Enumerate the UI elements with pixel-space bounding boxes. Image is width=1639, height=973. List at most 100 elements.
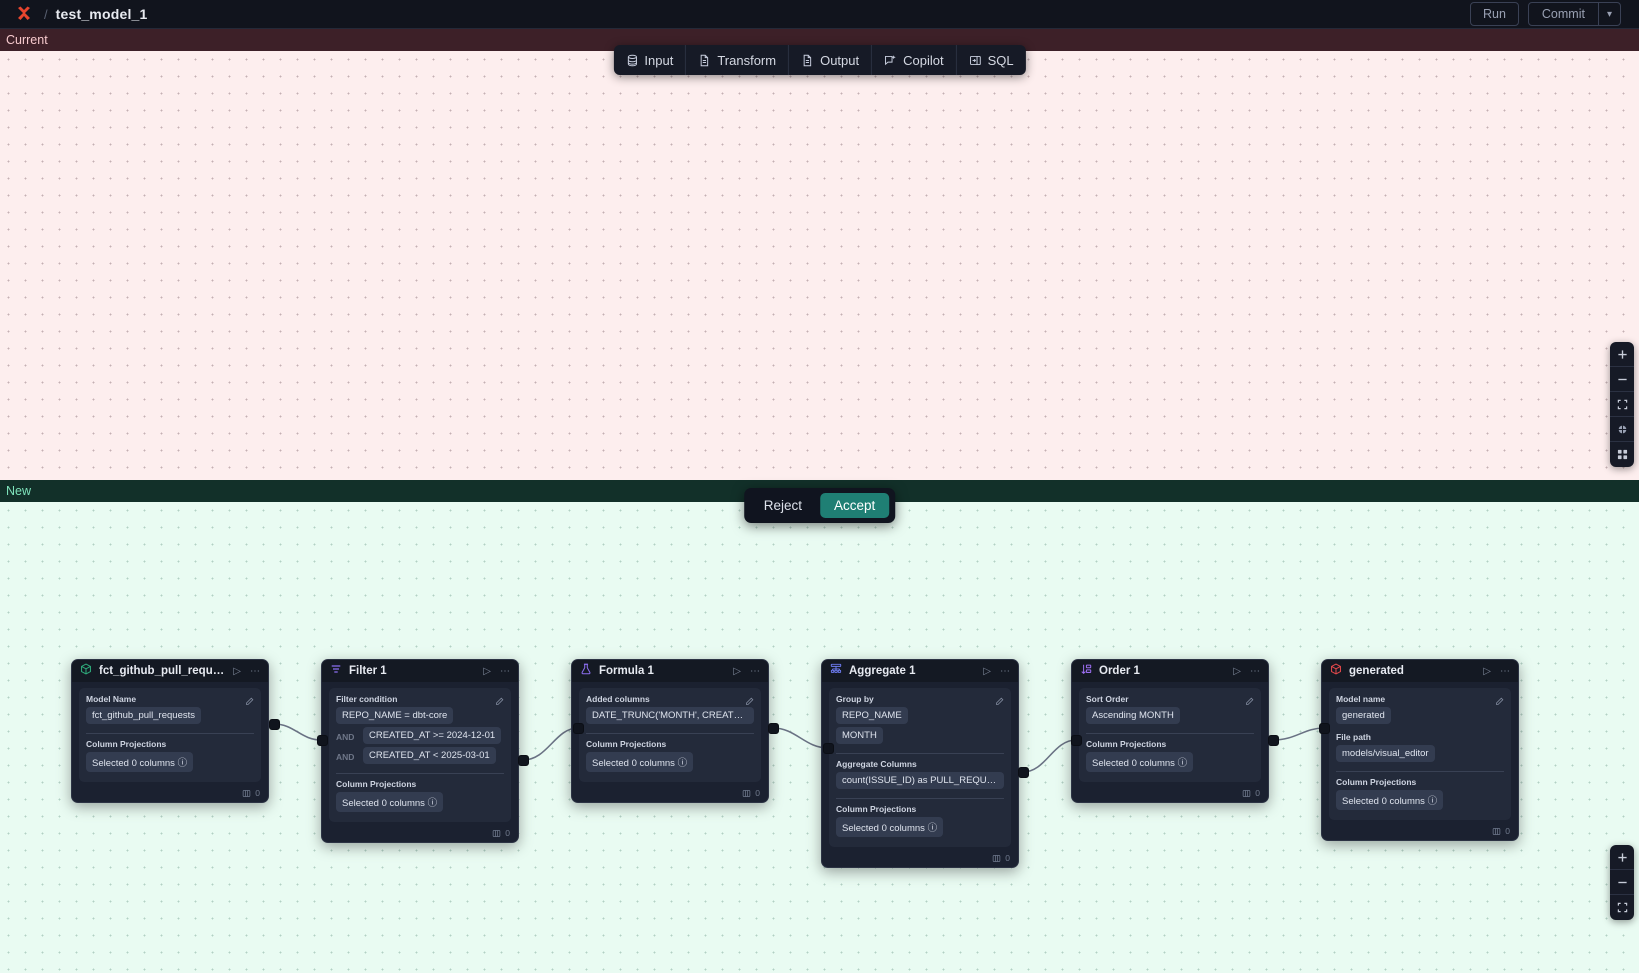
edit-pencil-icon[interactable] [495, 693, 504, 711]
aggregate-icon [830, 662, 842, 680]
minimap-icon[interactable] [1610, 442, 1634, 467]
play-icon[interactable]: ▷ [1483, 665, 1491, 677]
reject-button[interactable]: Reject [750, 493, 816, 518]
port-in-filter[interactable] [317, 735, 328, 746]
field-label: Aggregate Columns [836, 759, 917, 769]
value-chip[interactable]: Selected 0 columns ⓘ [86, 752, 194, 772]
value-chip[interactable]: Selected 0 columns ⓘ [836, 817, 944, 837]
value-chip[interactable]: Selected 0 columns ⓘ [1086, 752, 1194, 772]
mode-item-output[interactable]: Output [789, 45, 873, 75]
columns-icon [992, 854, 1001, 863]
file-text-icon [698, 54, 711, 67]
port-out-formula[interactable] [768, 723, 779, 734]
play-icon[interactable]: ▷ [983, 665, 991, 677]
node-aggregate-1[interactable]: Aggregate 1 ▷ ⋯ Group by REPO_NAME MONTH… [821, 659, 1019, 868]
value-chip[interactable]: CREATED_AT >= 2024-12-01 [363, 727, 502, 744]
node-formula-1[interactable]: Formula 1 ▷ ⋯ Added columns DATE_TRUNC('… [571, 659, 769, 803]
field-label: Sort Order [1086, 694, 1129, 704]
zoom-in-icon[interactable] [1610, 342, 1634, 367]
page-title: test_model_1 [55, 6, 148, 22]
node-footer: 0 [1072, 786, 1268, 802]
port-out-aggregate[interactable] [1018, 767, 1029, 778]
value-chip[interactable]: MONTH [836, 727, 883, 744]
value-chip[interactable]: REPO_NAME [836, 707, 908, 724]
mode-item-sql[interactable]: SQL [957, 45, 1026, 75]
play-icon[interactable]: ▷ [733, 665, 741, 677]
port-out-filter[interactable] [518, 755, 529, 766]
field-label: Model Name [86, 694, 137, 704]
run-button[interactable]: Run [1469, 2, 1519, 26]
value-chip[interactable]: generated [1336, 707, 1391, 724]
zoom-controls-current [1610, 342, 1634, 467]
copilot-sparkle-icon [884, 54, 897, 67]
mode-item-input[interactable]: Input [613, 45, 687, 75]
divider [1336, 771, 1504, 772]
divider [836, 753, 1004, 754]
value-chip[interactable]: models/visual_editor [1336, 745, 1435, 762]
more-horizontal-icon[interactable]: ⋯ [250, 665, 260, 677]
zoom-out-icon[interactable] [1610, 367, 1634, 392]
edit-pencil-icon[interactable] [245, 693, 254, 711]
divider [586, 733, 754, 734]
port-out-order[interactable] [1268, 735, 1279, 746]
play-icon[interactable]: ▷ [1233, 665, 1241, 677]
accept-button[interactable]: Accept [819, 493, 890, 518]
value-chip[interactable]: DATE_TRUNC('MONTH', CREATED_AT… [586, 707, 754, 724]
value-chip[interactable]: Ascending MONTH [1086, 707, 1180, 724]
fit-view-icon[interactable] [1610, 392, 1634, 417]
port-in-order[interactable] [1071, 735, 1082, 746]
node-title: Order 1 [1099, 665, 1140, 677]
cube-icon [1330, 662, 1342, 680]
port-in-generated[interactable] [1319, 723, 1330, 734]
mode-item-sql-label: SQL [987, 52, 1014, 68]
value-chip[interactable]: Selected 0 columns ⓘ [586, 752, 694, 772]
more-horizontal-icon[interactable]: ⋯ [750, 665, 760, 677]
commit-button[interactable]: Commit [1529, 3, 1599, 25]
mode-item-output-label: Output [820, 52, 860, 68]
zoom-out-icon[interactable] [1610, 870, 1634, 895]
value-chip[interactable]: Selected 0 columns ⓘ [1336, 790, 1444, 810]
filter-icon [330, 662, 342, 680]
edit-pencil-icon[interactable] [995, 693, 1004, 711]
node-header: generated ▷ ⋯ [1322, 660, 1518, 682]
edit-pencil-icon[interactable] [1245, 693, 1254, 711]
more-horizontal-icon[interactable]: ⋯ [1250, 665, 1260, 677]
zoom-in-icon[interactable] [1610, 845, 1634, 870]
value-chip[interactable]: count(ISSUE_ID) as PULL_REQUEST_… [836, 772, 1004, 789]
info-icon: ⓘ [927, 823, 938, 834]
value-chip[interactable]: CREATED_AT < 2025-03-01 [363, 747, 496, 764]
node-footer: 0 [1322, 824, 1518, 840]
x-logo-icon[interactable] [14, 4, 34, 24]
field-label: Group by [836, 694, 874, 704]
more-horizontal-icon[interactable]: ⋯ [500, 665, 510, 677]
node-section: Model Name fct_github_pull_requests Colu… [79, 688, 261, 782]
node-filter-1[interactable]: Filter 1 ▷ ⋯ Filter condition REPO_NAME … [321, 659, 519, 843]
value-chip[interactable]: Selected 0 columns ⓘ [336, 792, 444, 812]
node-body: Group by REPO_NAME MONTH Aggregate Colum… [822, 682, 1018, 851]
port-in-aggregate[interactable] [823, 743, 834, 754]
field-label: Column Projections [836, 804, 917, 814]
info-icon: ⓘ [427, 798, 438, 809]
mode-item-copilot[interactable]: Copilot [872, 45, 957, 75]
port-in-formula[interactable] [573, 723, 584, 734]
value-chip[interactable]: fct_github_pull_requests [86, 707, 201, 724]
edit-pencil-icon[interactable] [745, 693, 754, 711]
chevron-down-icon[interactable]: ▾ [1599, 3, 1620, 25]
fit-view-icon[interactable] [1610, 895, 1634, 920]
more-horizontal-icon[interactable]: ⋯ [1500, 665, 1510, 677]
value-chip[interactable]: REPO_NAME = dbt-core [336, 707, 454, 724]
port-out-source[interactable] [269, 719, 280, 730]
node-fct-github-pull-requests[interactable]: fct_github_pull_requests ▷ ⋯ Model Name … [71, 659, 269, 803]
node-title: Aggregate 1 [849, 665, 916, 677]
play-icon[interactable]: ▷ [233, 665, 241, 677]
node-generated[interactable]: generated ▷ ⋯ Model name generated File … [1321, 659, 1519, 841]
edit-pencil-icon[interactable] [1495, 693, 1504, 711]
node-footer: 0 [822, 851, 1018, 867]
columns-icon [1492, 827, 1501, 836]
mode-item-transform[interactable]: Transform [686, 45, 790, 75]
play-icon[interactable]: ▷ [483, 665, 491, 677]
node-order-1[interactable]: Order 1 ▷ ⋯ Sort Order Ascending MONTH C… [1071, 659, 1269, 803]
more-horizontal-icon[interactable]: ⋯ [1000, 665, 1010, 677]
lock-center-icon[interactable] [1610, 417, 1634, 442]
mode-item-transform-label: Transform [717, 52, 777, 68]
